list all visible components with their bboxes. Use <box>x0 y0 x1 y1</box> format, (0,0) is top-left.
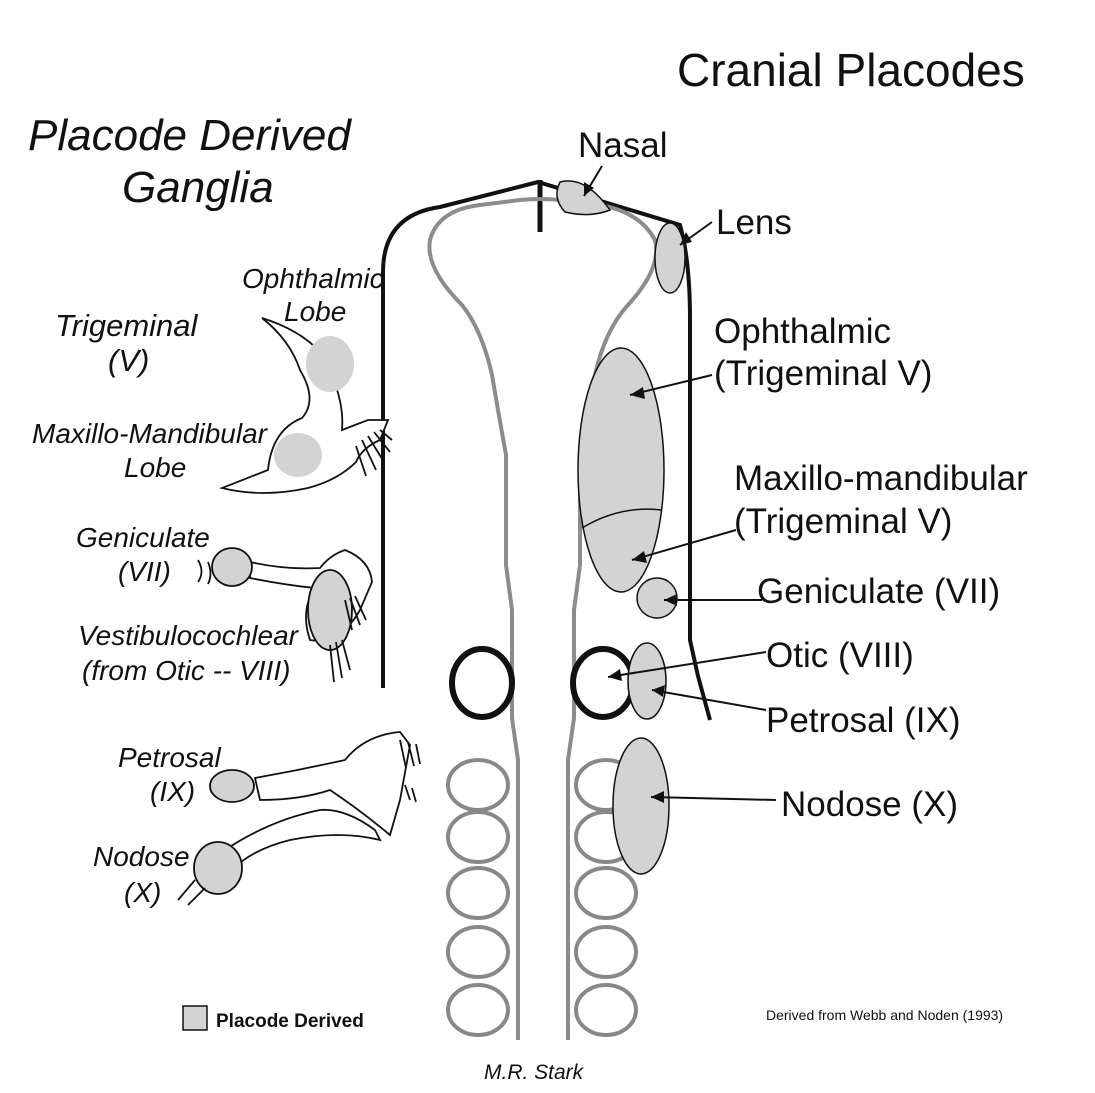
label-trigeminal-line1: Trigeminal <box>55 308 199 343</box>
otic-petrosal-placode <box>628 643 666 719</box>
label-nodose-line2: (X) <box>124 877 161 908</box>
label-ophthalmic-line2: (Trigeminal V) <box>714 354 932 393</box>
label-ophthalmic-line1: Ophthalmic <box>714 312 891 351</box>
legend-label: Placode Derived <box>216 1011 364 1032</box>
geniculate-rootlets <box>198 560 211 584</box>
left-heading-line1: Placode Derived <box>28 111 352 160</box>
label-vestibulocochlear-line1: Vestibulocochlear <box>78 620 300 651</box>
somites-left <box>448 760 508 1035</box>
otic-vesicle-right <box>573 649 633 717</box>
label-maxillo-lobe-line2: Lobe <box>124 452 186 483</box>
label-nodose-line1: Nodose <box>93 841 190 872</box>
petrosal-ganglion <box>210 770 254 802</box>
nodose-ganglion <box>194 842 242 894</box>
somite <box>448 927 508 977</box>
label-ophthalmic-lobe-line1: Ophthalmic <box>242 263 384 294</box>
label-geniculate-line1: Geniculate <box>76 522 210 553</box>
somite <box>576 985 636 1035</box>
somite <box>448 868 508 918</box>
somite <box>448 760 508 810</box>
label-maxillo-line1: Maxillo-mandibular <box>734 459 1028 498</box>
somite <box>576 868 636 918</box>
nasal-placode <box>557 181 610 215</box>
otic-vesicle-left <box>452 649 512 717</box>
title: Cranial Placodes <box>677 44 1025 96</box>
left-heading-line2: Ganglia <box>122 163 274 212</box>
ophthalmic-lobe-shading <box>306 336 354 392</box>
credit: M.R. Stark <box>484 1061 585 1084</box>
somite <box>448 985 508 1035</box>
label-geniculate: Geniculate (VII) <box>757 572 1000 611</box>
geniculate-ganglion <box>212 548 252 586</box>
label-otic: Otic (VIII) <box>766 636 914 675</box>
label-ophthalmic-lobe-line2: Lobe <box>284 296 346 327</box>
label-petrosal-line2: (IX) <box>150 776 195 807</box>
lens-placode <box>655 223 685 293</box>
arrowhead-otic <box>608 669 622 681</box>
label-nodose: Nodose (X) <box>781 785 958 824</box>
label-maxillo-lobe-line1: Maxillo-Mandibular <box>32 418 269 449</box>
nodose-placode <box>613 738 669 874</box>
arrow-nodose <box>651 797 776 800</box>
label-nasal: Nasal <box>578 126 667 165</box>
somite <box>448 812 508 862</box>
label-vestibulocochlear-line2: (from Otic -- VIII) <box>82 655 290 686</box>
somite <box>576 927 636 977</box>
arrow-petrosal <box>652 690 766 710</box>
label-geniculate-line2: (VII) <box>118 556 171 587</box>
label-trigeminal-line2: (V) <box>108 343 149 378</box>
label-petrosal-line1: Petrosal <box>118 742 221 773</box>
label-lens: Lens <box>716 203 792 242</box>
legend-swatch <box>183 1006 207 1030</box>
source-note: Derived from Webb and Noden (1993) <box>766 1007 1003 1023</box>
maxillo-lobe-shading <box>274 433 322 477</box>
vestibulocochlear-ganglion <box>308 570 352 650</box>
nodose-nerve <box>225 810 380 872</box>
trigeminal-ganglion <box>222 318 392 493</box>
label-maxillo-line2: (Trigeminal V) <box>734 502 952 541</box>
label-petrosal: Petrosal (IX) <box>766 701 961 740</box>
